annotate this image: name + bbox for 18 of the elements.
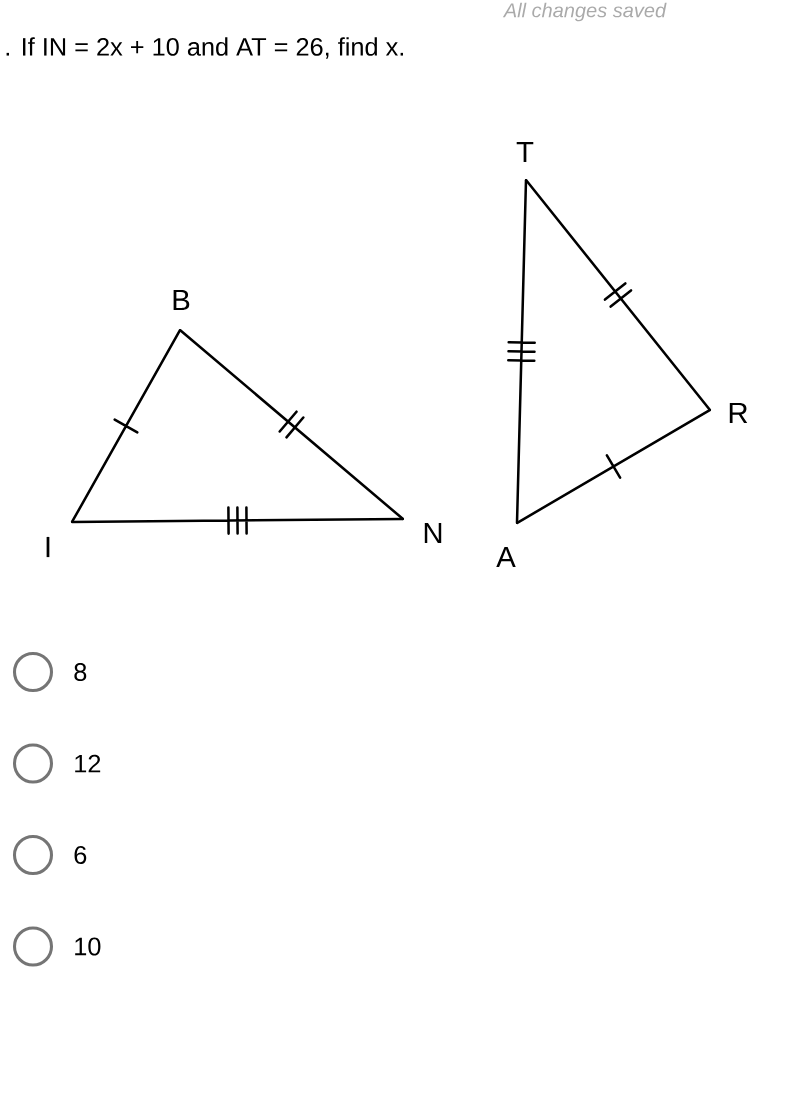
option-text: 12 <box>75 754 101 773</box>
triangle-side <box>507 179 536 524</box>
vertex-label: A <box>496 546 516 568</box>
triangle-side <box>70 329 182 523</box>
vertex-label: T <box>516 141 534 163</box>
question-text: . If IN = 2x + 10 and AT = 26, find x. <box>6 37 403 59</box>
vertex-label: I <box>46 536 50 558</box>
status-text: All changes saved <box>502 2 667 22</box>
triangle-side <box>179 328 404 521</box>
triangle-side <box>516 408 711 525</box>
option-text: 10 <box>75 937 101 956</box>
option-text: 6 <box>74 846 87 864</box>
triangle-side <box>524 179 712 411</box>
vertex-label: B <box>173 289 190 311</box>
option-text: 8 <box>74 663 87 681</box>
triangle-side <box>71 506 404 535</box>
vertex-label: R <box>729 402 748 424</box>
vertex-label: N <box>424 522 442 544</box>
